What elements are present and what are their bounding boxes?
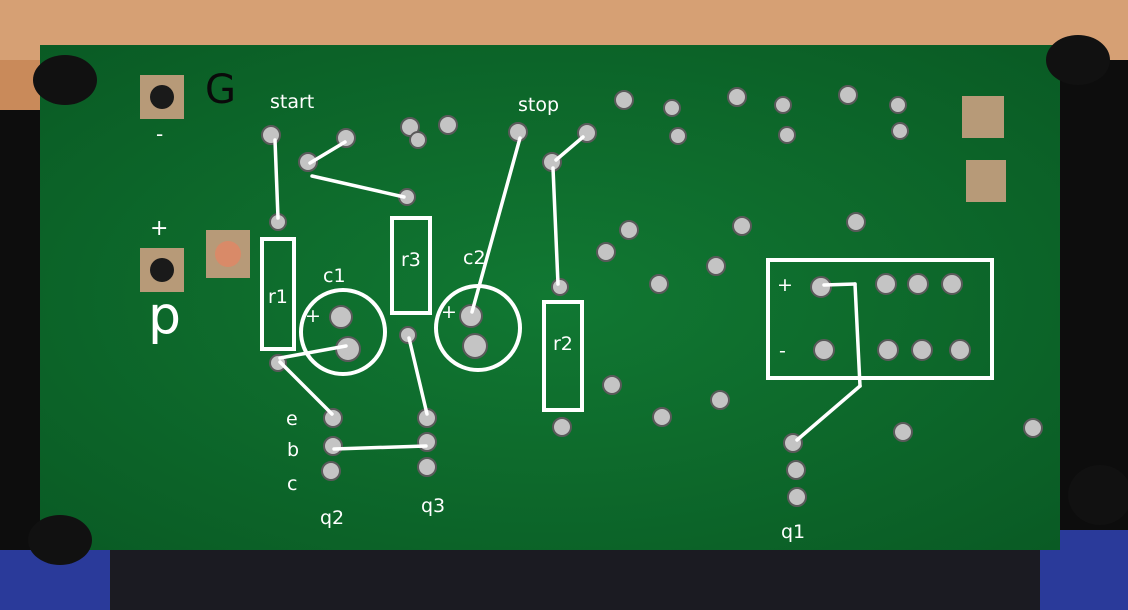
screw-bottom-left [28,515,92,565]
screw-top-left [33,55,97,105]
label-c2: c2 [463,247,486,269]
label-connector-minus: - [779,340,786,362]
screw-bottom-right [1068,465,1128,525]
pad-p [140,248,184,292]
pad-ground [140,75,184,119]
pad-right-2 [966,160,1006,202]
label-start: start [270,91,315,113]
screw-top-right [1046,35,1110,85]
label-c1-plus: + [305,305,321,327]
case-bottom [0,540,1128,610]
annotation-traces [273,135,862,451]
label-plus-top: + [150,216,169,241]
label-base: b [287,439,300,461]
side-black-right [1050,60,1128,530]
r1-box [260,237,296,351]
label-q1: q1 [781,521,806,543]
annotation-shapes [260,216,994,412]
pad-right-1 [962,96,1004,138]
r3-box [390,216,432,315]
label-r1: r1 [268,286,288,308]
label-connector-plus: + [777,274,793,296]
label-p: p [148,286,182,346]
label-q3: q3 [421,495,446,517]
c1-circle [299,288,387,376]
label-emitter: e [286,408,298,430]
label-minus: - [156,122,164,146]
label-collector: c [287,473,298,495]
label-ground: G [205,67,236,113]
pcb-shade [40,45,1060,550]
label-q2: q2 [320,507,345,529]
pad-p2 [206,230,250,278]
r2-box [542,300,584,412]
label-r2: r2 [553,333,573,355]
connector-box [766,258,994,380]
label-c1: c1 [323,265,346,287]
label-stop: stop [518,94,560,116]
label-c2-plus: + [441,301,457,323]
label-r3: r3 [401,249,421,271]
